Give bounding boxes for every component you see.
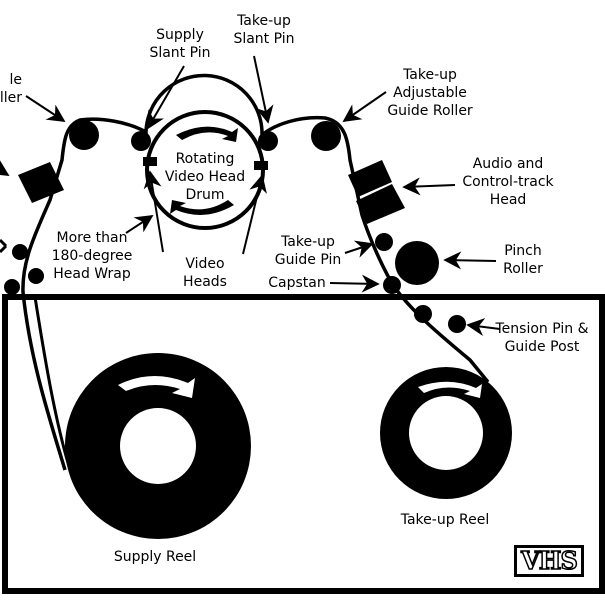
arrow-takeup-guide-pin xyxy=(344,240,374,258)
label-takeup-reel: Take-up Reel xyxy=(400,512,490,528)
label-takeup-slant-pin: Take-up Slant Pin xyxy=(233,13,295,47)
left-edge-x-icon xyxy=(0,238,8,254)
label-tension-pin: Tension Pin & Guide Post xyxy=(495,321,589,355)
takeup-adjustable-guide-roller xyxy=(311,121,341,151)
label-rotating-drum: Rotating Video Head Drum xyxy=(164,151,246,203)
arrow-pinch-roller xyxy=(443,251,497,270)
arrow-head-wrap xyxy=(125,215,154,234)
vhs-logo: VHS xyxy=(514,545,584,577)
cassette-housing xyxy=(2,294,605,594)
guide-post xyxy=(448,315,466,333)
label-audio-control-head: Audio and Control-track Head xyxy=(462,156,554,208)
video-head-left xyxy=(143,157,157,166)
label-takeup-guide-pin: Take-up Guide Pin xyxy=(274,234,342,268)
drum-rotation-arrow-bottom-icon xyxy=(170,200,234,215)
arrow-left-roller xyxy=(25,95,66,122)
tension-pin xyxy=(414,305,432,323)
left-edge-arrow xyxy=(0,158,10,176)
takeup-reel-rotation-arrow-icon xyxy=(418,381,482,398)
tape-path xyxy=(21,73,490,471)
label-supply-slant-pin: Supply Slant Pin xyxy=(149,27,211,61)
arrow-takeup-adjustable xyxy=(342,91,387,123)
label-supply-reel: Supply Reel xyxy=(113,549,197,565)
audio-control-head-top xyxy=(348,160,392,197)
arrow-audio-control-head xyxy=(402,177,456,196)
left-pin-2 xyxy=(28,268,44,284)
supply-slant-pin xyxy=(131,131,151,151)
left-pin-3 xyxy=(4,279,20,295)
label-takeup-adjustable-guide-roller: Take-up Adjustable Guide Roller xyxy=(387,67,473,119)
label-pinch-roller: Pinch Roller xyxy=(503,243,543,277)
arrow-video-heads-left xyxy=(143,170,164,253)
drum-rotation-arrow-top-icon xyxy=(176,126,238,142)
label-left-roller-cut: le ller xyxy=(0,72,22,106)
takeup-guide-pin xyxy=(375,233,393,251)
arrow-tension-pin xyxy=(466,318,501,336)
arrow-capstan xyxy=(329,274,380,293)
audio-control-head-bottom xyxy=(356,184,405,224)
supply-reel-rotation-arrow-icon xyxy=(118,375,195,398)
arrow-supply-slant-pin xyxy=(147,65,185,130)
label-head-wrap: More than 180-degree Head Wrap xyxy=(51,230,133,282)
capstan xyxy=(383,276,401,294)
video-head-right xyxy=(254,161,268,170)
supply-reel xyxy=(65,353,251,539)
arrow-takeup-slant-pin xyxy=(253,55,274,124)
pinch-roller xyxy=(395,241,439,285)
arrow-video-heads-right xyxy=(242,174,267,255)
label-video-heads: Video Heads xyxy=(183,256,227,290)
tape-path-inner xyxy=(33,296,72,471)
label-capstan: Capstan xyxy=(268,275,326,291)
erase-head xyxy=(18,162,64,203)
left-guide-roller xyxy=(69,120,99,150)
takeup-reel xyxy=(380,367,512,499)
left-pin-1 xyxy=(12,244,28,260)
takeup-slant-pin xyxy=(258,131,278,151)
